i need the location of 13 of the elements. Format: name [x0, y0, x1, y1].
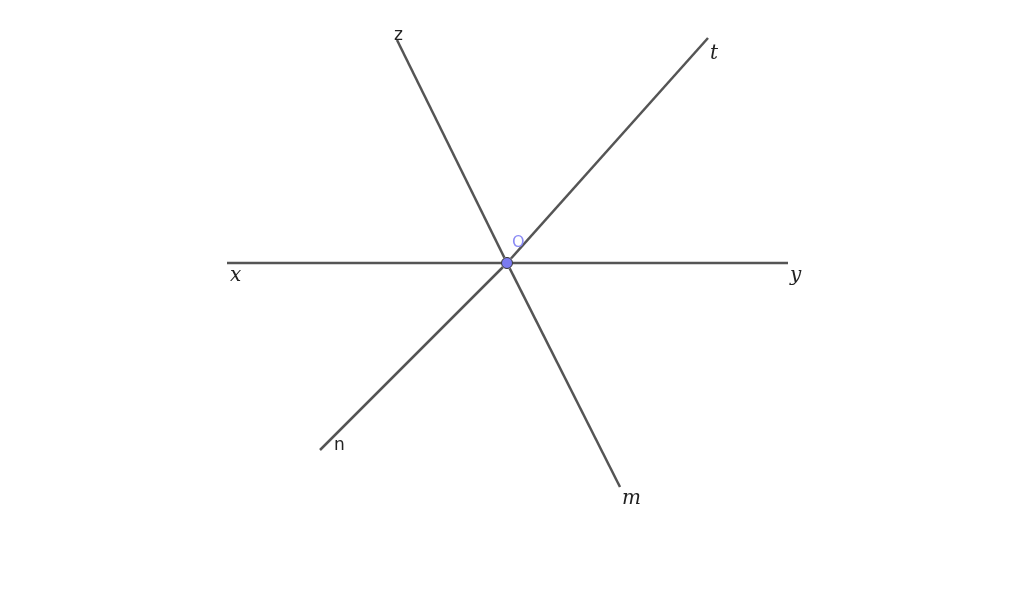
point-label: O [512, 233, 525, 251]
straight-line [395, 39, 506, 259]
line-label: y [790, 264, 806, 286]
line-label: t [710, 42, 724, 64]
line-label: n [334, 434, 348, 454]
line-label: z [394, 24, 408, 42]
line-label: x [230, 264, 244, 286]
straight-line [513, 261, 788, 265]
straight-line [319, 266, 504, 451]
straight-line [508, 267, 622, 488]
line-label: m [622, 487, 644, 507]
straight-line [227, 261, 501, 265]
straight-line [510, 37, 709, 260]
